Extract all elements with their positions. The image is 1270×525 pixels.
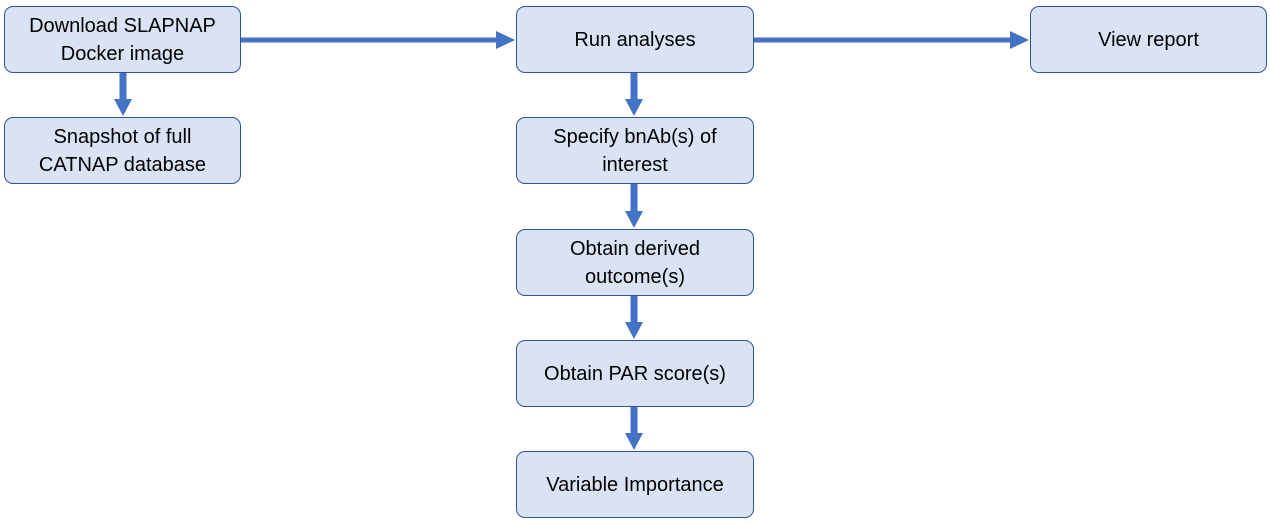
node-specify-bnabs: Specify bnAb(s) of interest: [516, 117, 754, 184]
arrow-download-to-run: [241, 31, 515, 49]
node-snapshot-catnap-label: Snapshot of full CATNAP database: [38, 125, 207, 176]
node-download-slapnap-label: Download SLAPNAP Docker image: [29, 14, 216, 65]
node-obtain-derived-outcomes-label: Obtain derived outcome(s): [569, 237, 701, 288]
arrow-run-to-view: [754, 31, 1029, 49]
node-specify-bnabs-label: Specify bnAb(s) of interest: [553, 125, 717, 176]
node-view-report: View report: [1030, 6, 1267, 73]
node-obtain-par-scores: Obtain PAR score(s): [516, 340, 754, 407]
node-view-report-label: View report: [1098, 28, 1199, 51]
arrow-par-to-varimp: [625, 407, 643, 450]
arrow-download-to-snapshot: [114, 73, 132, 116]
node-download-slapnap: Download SLAPNAP Docker image: [4, 6, 241, 73]
node-variable-importance: Variable Importance: [516, 451, 754, 518]
node-obtain-derived-outcomes: Obtain derived outcome(s): [516, 229, 754, 296]
arrow-derived-to-par: [625, 296, 643, 339]
node-variable-importance-label: Variable Importance: [546, 473, 724, 496]
node-run-analyses: Run analyses: [516, 6, 754, 73]
node-obtain-par-scores-label: Obtain PAR score(s): [544, 362, 726, 385]
node-run-analyses-label: Run analyses: [574, 28, 696, 51]
arrow-run-to-specify: [625, 73, 643, 116]
node-snapshot-catnap: Snapshot of full CATNAP database: [4, 117, 241, 184]
arrow-specify-to-derived: [625, 184, 643, 228]
